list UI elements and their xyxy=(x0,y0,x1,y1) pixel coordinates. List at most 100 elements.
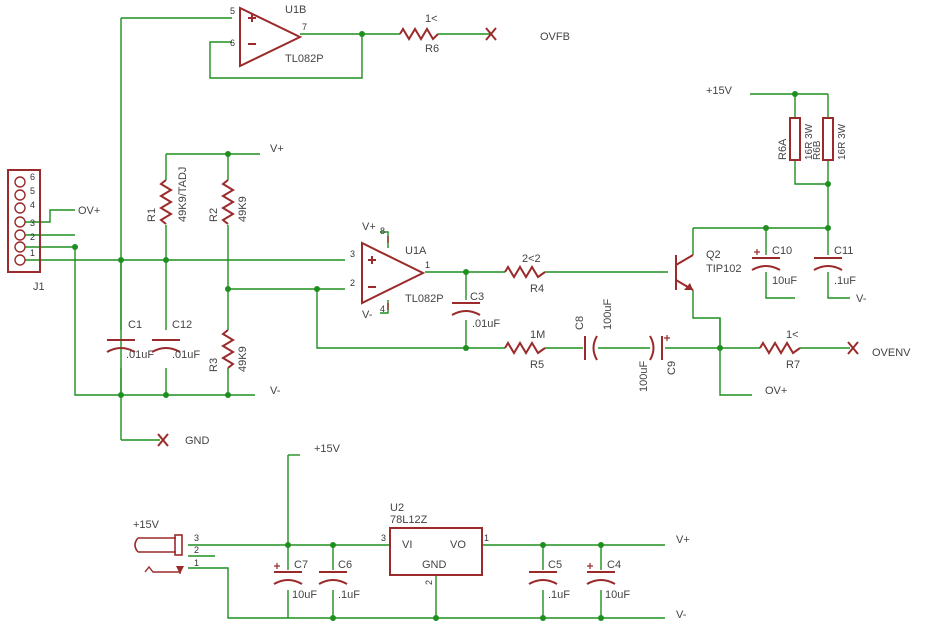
capacitor-c9[interactable]: 100uF C9 xyxy=(638,335,678,392)
resistor-r2[interactable]: R2 49K9 xyxy=(208,179,249,225)
vplus-net-label: V+ xyxy=(270,143,284,155)
junction xyxy=(540,615,546,621)
r6-value: 1< xyxy=(425,13,438,25)
j1-pin-label: 1 xyxy=(30,248,35,258)
resistor-r6b[interactable]: R6B 16R 3W xyxy=(812,117,848,161)
c7-value: 10uF xyxy=(292,589,317,601)
resistor-r7[interactable]: 1< R7 xyxy=(759,329,801,371)
junction xyxy=(163,392,169,398)
junction xyxy=(763,225,769,231)
u1a-label: U1A xyxy=(405,245,427,257)
resistor-r4[interactable]: 2<2 R4 xyxy=(504,253,546,295)
u2-vi-label: VI xyxy=(402,539,412,551)
no-connect-icon xyxy=(157,433,169,447)
capacitor-c5[interactable]: C5 .1uF xyxy=(528,559,570,601)
capacitor-c4[interactable]: C4 10uF xyxy=(586,559,630,601)
junction xyxy=(463,345,469,351)
resistor-r3[interactable]: R3 49K9 xyxy=(208,329,249,372)
pin-label: 6 xyxy=(230,38,235,48)
c9-label: C9 xyxy=(666,361,678,375)
junction xyxy=(118,392,124,398)
c10-label: C10 xyxy=(772,245,792,257)
r7-label: R7 xyxy=(786,359,800,371)
r4-label: R4 xyxy=(530,283,544,295)
junction xyxy=(825,225,831,231)
connector-j1[interactable]: 6 5 4 3 2 1 J1 xyxy=(7,169,45,293)
resistor-r5[interactable]: 1M R5 xyxy=(504,329,546,371)
c4-value: 10uF xyxy=(605,589,630,601)
junction xyxy=(285,542,291,548)
capacitor-c3[interactable]: C3 .01uF xyxy=(451,291,500,330)
pin-label: 2 xyxy=(350,278,355,288)
r7-value: 1< xyxy=(786,329,799,341)
q2-part: TIP102 xyxy=(706,263,741,275)
resistor-r1[interactable]: R1 49K9/TADJ xyxy=(146,167,189,225)
r6b-value: 16R 3W xyxy=(837,123,848,160)
j1-label: J1 xyxy=(33,281,45,293)
junction xyxy=(598,542,604,548)
resistor-r6a[interactable]: R6A 16R 3W xyxy=(777,117,815,161)
j1-pin-label: 4 xyxy=(30,200,35,210)
c6-value: .1uF xyxy=(338,589,360,601)
r2-value: 49K9 xyxy=(237,196,249,222)
c11-label: C11 xyxy=(834,245,853,257)
capacitor-c8[interactable]: C8 100uF xyxy=(574,299,614,361)
regulator-u2[interactable]: U2 78L12Z VI VO GND 3 1 2 xyxy=(381,502,489,585)
junctions xyxy=(72,31,831,621)
capacitor-c11[interactable]: C11 .1uF xyxy=(813,245,856,287)
c4-label: C4 xyxy=(607,559,621,571)
u1b-label: U1B xyxy=(285,4,306,16)
c8-value: 100uF xyxy=(602,299,614,330)
gnd-net-label: GND xyxy=(185,435,210,447)
no-connect-icon xyxy=(485,27,497,41)
capacitor-c1[interactable]: C1 .01uF xyxy=(106,319,154,361)
vplus-reg-net-label: V+ xyxy=(676,534,690,546)
junction xyxy=(163,257,169,263)
capacitor-c10[interactable]: C10 10uF xyxy=(751,245,797,287)
pin-label: 2 xyxy=(194,545,199,555)
pin-label: 5 xyxy=(230,6,235,16)
c1-label: C1 xyxy=(128,319,142,331)
opamp-u1b[interactable]: U1B TL082P 5 6 7 xyxy=(230,4,324,68)
u2-vo-label: VO xyxy=(450,539,466,551)
c12-value: .01uF xyxy=(172,349,200,361)
ovfb-net-label: OVFB xyxy=(540,31,570,43)
c12-label: C12 xyxy=(172,319,192,331)
r1-value: 49K9/TADJ xyxy=(177,167,189,222)
transistor-q2[interactable]: Q2 TIP102 xyxy=(675,249,741,291)
junction xyxy=(792,91,798,97)
c5-label: C5 xyxy=(548,559,562,571)
dc-jack[interactable]: +15V 3 2 1 xyxy=(133,519,199,574)
pin-label: 7 xyxy=(302,22,307,32)
c7-label: C7 xyxy=(294,559,308,571)
junction xyxy=(225,392,231,398)
opamp-u1a[interactable]: 3 2 1 8 4 U1A TL082P V+ V- xyxy=(350,221,444,321)
r6a-value: 16R 3W xyxy=(804,123,815,160)
u2-label: U2 xyxy=(390,502,404,514)
j1-pin-label: 6 xyxy=(30,172,35,182)
c8-label: C8 xyxy=(574,316,586,330)
r6a-label: R6A xyxy=(777,138,789,160)
j1-pin-label: 2 xyxy=(30,232,35,242)
pin-label: 2 xyxy=(424,580,434,585)
pin-label: 8 xyxy=(380,226,385,236)
junction xyxy=(359,31,365,37)
pin-label: 3 xyxy=(381,533,386,543)
u1a-part: TL082P xyxy=(405,293,444,305)
junction xyxy=(72,244,78,250)
pin-label: 4 xyxy=(380,304,385,314)
ovplus-net-label: OV+ xyxy=(765,385,787,397)
capacitor-c6[interactable]: C6 .1uF xyxy=(318,559,360,601)
capacitor-c12[interactable]: C12 .01uF xyxy=(151,319,200,361)
capacitor-c7[interactable]: C7 10uF xyxy=(273,559,317,601)
pin-label: 1 xyxy=(194,558,199,568)
c3-value: .01uF xyxy=(472,318,500,330)
vminus-c11-net-label: V- xyxy=(856,293,867,305)
r6-label: R6 xyxy=(425,43,439,55)
pin-label: 3 xyxy=(350,249,355,259)
resistor-r6[interactable]: 1< R6 xyxy=(399,13,439,55)
plus15-reg-net-label: +15V xyxy=(314,443,341,455)
u1b-part: TL082P xyxy=(285,53,324,65)
vminus-reg-net-label: V- xyxy=(676,609,687,621)
vminus-net-label: V- xyxy=(270,385,281,397)
